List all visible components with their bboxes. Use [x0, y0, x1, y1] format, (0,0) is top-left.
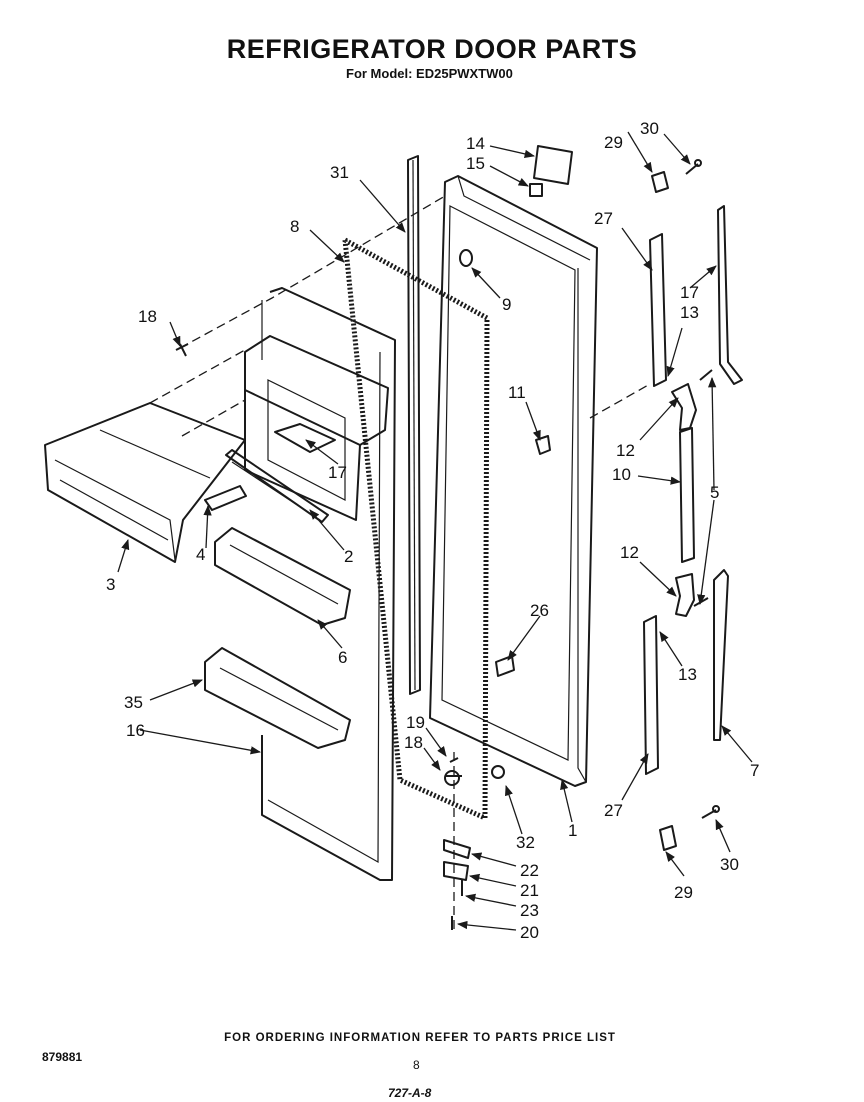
screw-30-lower [701, 805, 720, 819]
callout-label: 18 [138, 307, 157, 326]
callout-label: 13 [678, 665, 697, 684]
callout-label: 15 [466, 154, 485, 173]
lower-hinge-bracket [659, 825, 677, 851]
rating-clip [529, 183, 543, 197]
dispenser-drip-tray [274, 423, 336, 453]
callout-label: 16 [126, 721, 145, 740]
callout-label: 9 [502, 295, 511, 314]
upper-hinge-bracket [651, 171, 669, 193]
callout-label: 27 [604, 801, 623, 820]
callout-label: 21 [520, 881, 539, 900]
door-clip-11 [535, 435, 551, 455]
handle-tube [679, 427, 695, 563]
callout-label: 10 [612, 465, 631, 484]
door-shelf-upper [214, 527, 351, 626]
upper-hinge-channel [649, 233, 667, 387]
leader-lines [117, 131, 753, 931]
door-hinge-pin [443, 757, 505, 930]
callout-label: 17 [328, 463, 347, 482]
callout-label: 27 [594, 209, 613, 228]
diagram-code: 727-A-8 [388, 1086, 432, 1100]
outer-door-panel [429, 175, 598, 787]
callout-label: 26 [530, 601, 549, 620]
callout-label: 3 [106, 575, 115, 594]
callout-label: 7 [750, 761, 759, 780]
rating-plate [533, 145, 573, 185]
screw-30-upper [685, 159, 702, 175]
page-number: 8 [413, 1058, 420, 1072]
door-gasket [342, 237, 490, 822]
callout-label: 5 [710, 483, 719, 502]
callout-label: 32 [516, 833, 535, 852]
door-trim-strip [407, 155, 421, 695]
callout-label: 2 [344, 547, 353, 566]
callout-label: 35 [124, 693, 143, 712]
cover-clip [204, 485, 247, 511]
callout-label: 29 [604, 133, 623, 152]
callout-label: 29 [674, 883, 693, 902]
door-shelf-lower [204, 647, 351, 749]
callout-label: 22 [520, 861, 539, 880]
model-subtitle: For Model: ED25PWXTW00 [346, 66, 513, 81]
handle-end-cap-lower [675, 573, 695, 617]
alignment-lines [149, 195, 651, 930]
callout-label: 31 [330, 163, 349, 182]
callout-label: 17 [680, 283, 699, 302]
document-number: 879881 [42, 1050, 83, 1064]
lower-hinge-channel [643, 615, 659, 775]
callout-label: 20 [520, 923, 539, 942]
callout-label: 8 [290, 217, 299, 236]
callout-label: 11 [508, 383, 526, 402]
callout-label: 30 [720, 855, 739, 874]
callout-label: 14 [466, 134, 485, 153]
callout-label: 12 [620, 543, 639, 562]
callout-label: 30 [640, 119, 659, 138]
handle-end-cap-upper [671, 383, 697, 431]
callout-labels: 14 15 31 8 9 18 11 17 2 3 4 6 35 16 29 3… [106, 119, 759, 942]
callout-label: 18 [404, 733, 423, 752]
callout-label: 13 [680, 303, 699, 322]
screw-13-upper [699, 369, 713, 381]
callout-label: 4 [196, 545, 205, 564]
callout-label: 19 [406, 713, 425, 732]
door-stop-clip [495, 655, 515, 677]
screw-19 [175, 343, 189, 357]
page-title: REFRIGERATOR DOOR PARTS [226, 34, 638, 64]
shelf-rail [225, 449, 329, 523]
door-plug-9 [459, 249, 473, 267]
callout-label: 12 [616, 441, 635, 460]
ordering-note: FOR ORDERING INFORMATION REFER TO PARTS … [224, 1032, 616, 1044]
door-liner [261, 287, 396, 881]
callout-label: 23 [520, 901, 539, 920]
dispenser-cover [44, 402, 246, 563]
dispenser-housing [244, 335, 389, 521]
right-trim-strip [717, 205, 743, 385]
callout-label: 1 [568, 821, 577, 840]
lower-trim-strip [713, 569, 729, 741]
callout-label: 6 [338, 648, 347, 667]
